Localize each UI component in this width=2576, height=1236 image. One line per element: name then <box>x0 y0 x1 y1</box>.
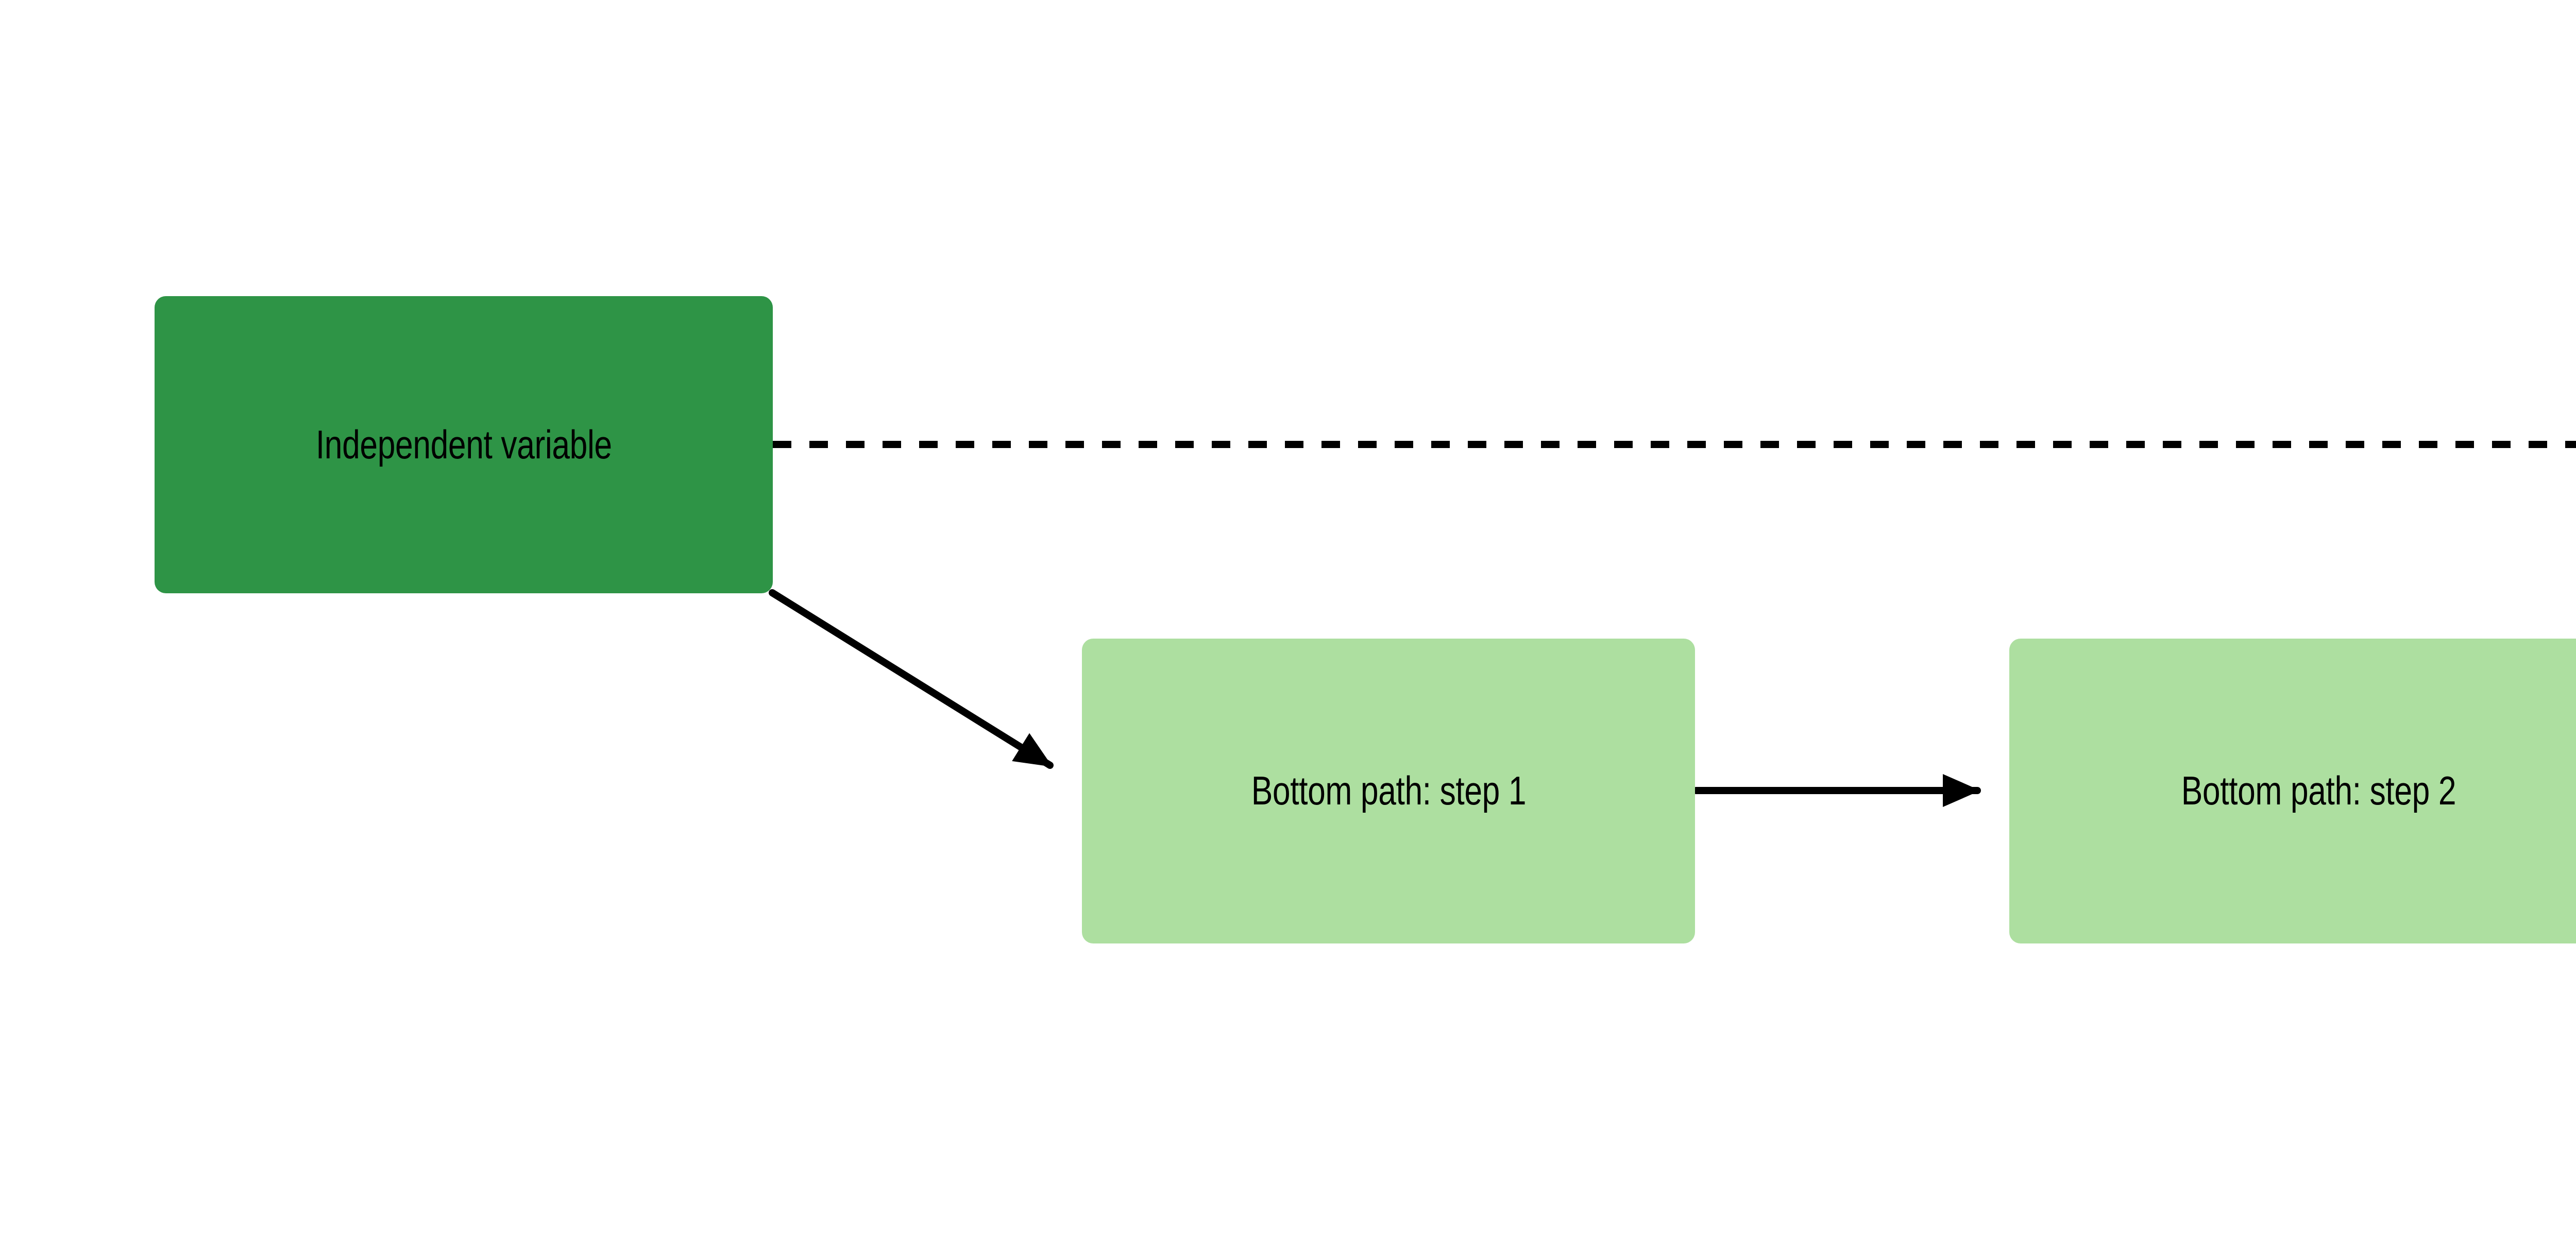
node-bottom-path-step-1-label: Bottom path: step 1 <box>1251 768 1526 814</box>
node-bottom-path-step-2[interactable]: Bottom path: step 2 <box>2009 639 2576 943</box>
node-independent-variable-label: Independent variable <box>315 421 612 467</box>
edge-indirect-in <box>769 589 1054 769</box>
node-bottom-path-step-1[interactable]: Bottom path: step 1 <box>1082 639 1695 943</box>
node-independent-variable[interactable]: Independent variable <box>155 296 773 593</box>
node-bottom-path-step-2-label: Bottom path: step 2 <box>2181 768 2456 814</box>
